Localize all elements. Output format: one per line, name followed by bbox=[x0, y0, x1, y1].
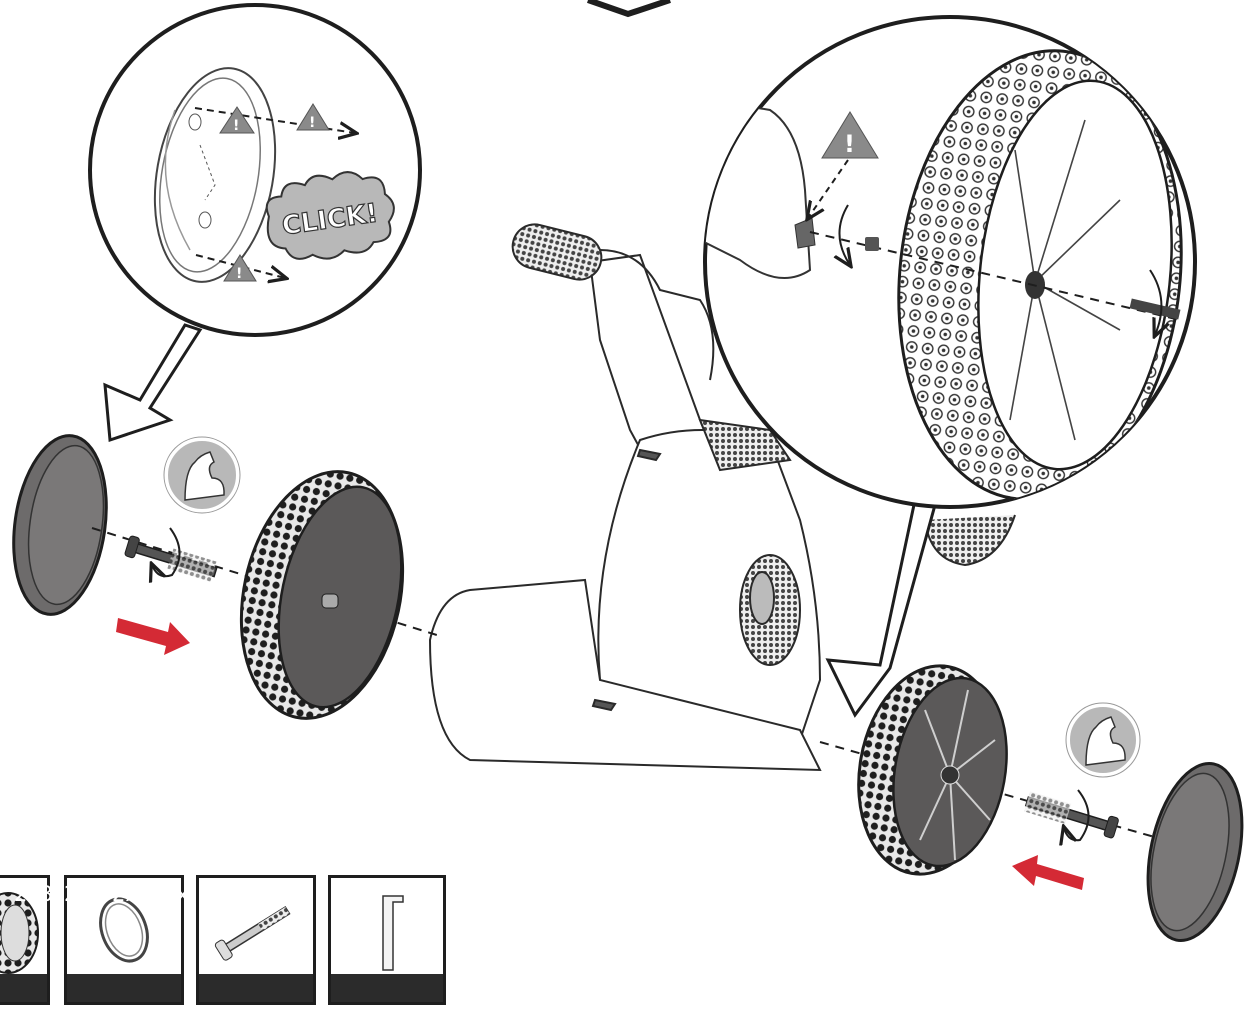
qty-label: 2x3 bbox=[14, 882, 54, 906]
callout-left: ! ! ! CLICK! bbox=[88, 3, 422, 443]
rotate-arrow-icon bbox=[152, 527, 181, 576]
svg-text:!: ! bbox=[844, 130, 855, 158]
tricycle-body bbox=[428, 223, 1016, 772]
qty-bar bbox=[67, 974, 181, 1002]
click-burst: CLICK! bbox=[265, 171, 395, 260]
qty-bar bbox=[331, 974, 443, 1002]
hubcap-ring-part-icon bbox=[99, 897, 149, 963]
qty-label: 1x bbox=[163, 882, 189, 906]
left-wheel bbox=[239, 470, 405, 720]
warning-triangle-icon: ! bbox=[821, 111, 879, 159]
left-wheel-assembly bbox=[12, 434, 441, 720]
part-box-hubcap-ring bbox=[64, 875, 184, 1005]
right-wheel-assembly bbox=[819, 664, 1244, 943]
red-direction-arrow-icon bbox=[1012, 855, 1084, 890]
part-box-hex-key bbox=[328, 875, 446, 1005]
part-box-wheel bbox=[0, 875, 50, 1005]
part-box-bolt bbox=[196, 875, 316, 1005]
strength-arm-icon bbox=[1065, 702, 1141, 778]
strength-arm-icon bbox=[163, 436, 241, 514]
bolt-part-icon bbox=[214, 905, 291, 961]
svg-text:!: ! bbox=[233, 118, 239, 134]
right-wheel bbox=[857, 664, 1008, 876]
rotate-arrow-icon bbox=[1064, 789, 1090, 840]
qty-label: 1 bbox=[201, 882, 215, 906]
hex-key-part-icon bbox=[382, 895, 404, 971]
svg-text:!: ! bbox=[236, 266, 242, 282]
svg-text:!: ! bbox=[309, 115, 315, 131]
red-direction-arrow-icon bbox=[116, 618, 190, 655]
qty-label: 2x7 bbox=[112, 882, 152, 906]
warning-triangle-icon bbox=[219, 103, 330, 282]
bolt-right bbox=[1024, 791, 1119, 839]
top-chevron-shape bbox=[587, 0, 671, 18]
qty-bar bbox=[0, 974, 47, 1002]
callout-right: ! bbox=[703, 15, 1197, 718]
qty-label: 2x5 bbox=[64, 882, 104, 906]
qty-bar bbox=[199, 974, 313, 1002]
parts-strip bbox=[0, 875, 450, 1009]
